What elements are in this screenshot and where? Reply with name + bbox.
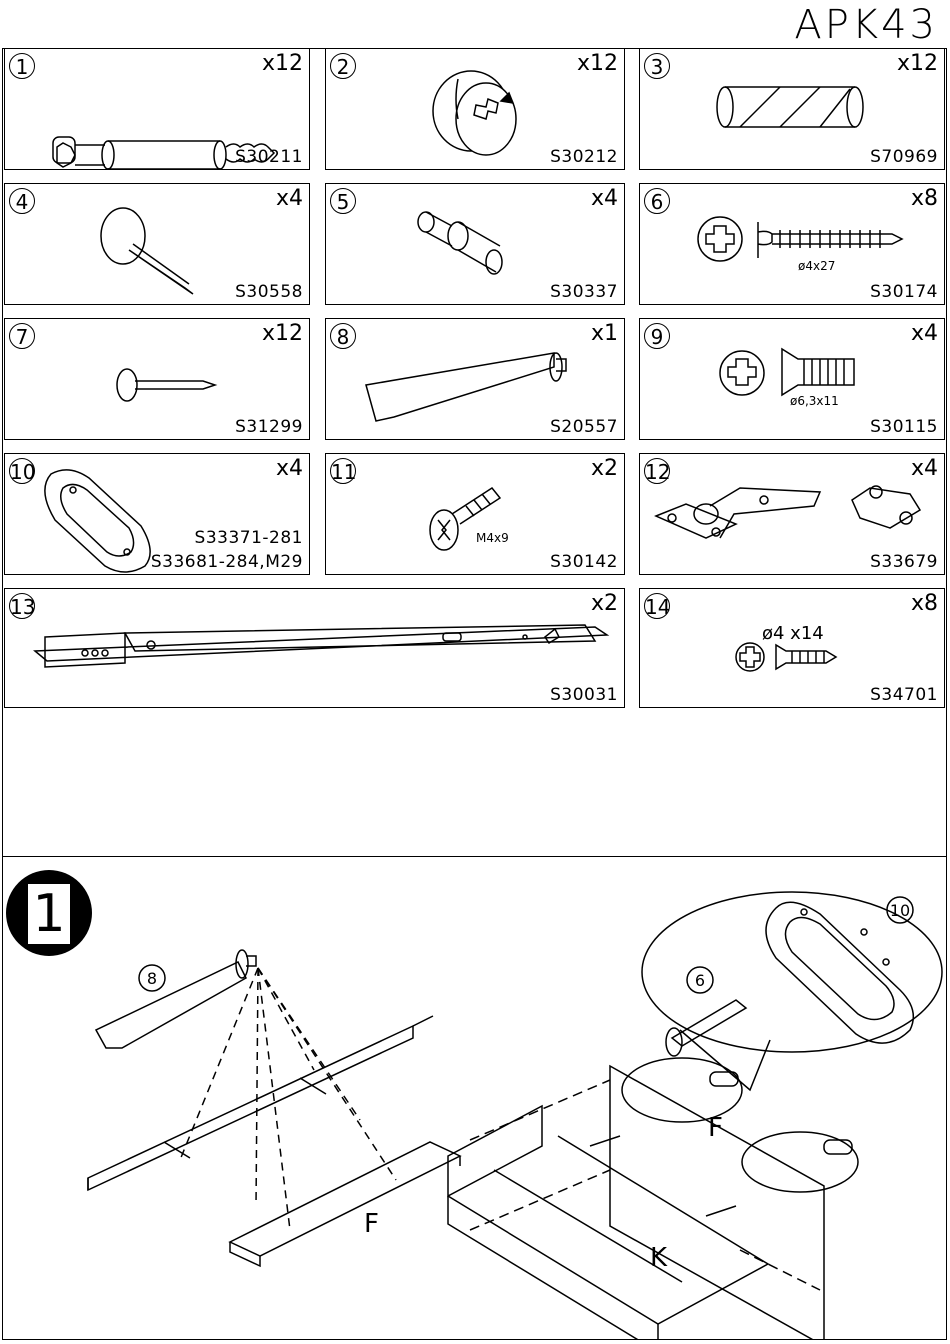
part-code: S30174 [870,282,938,302]
panel-label-k: K [650,1243,668,1273]
part-code: S20557 [550,417,618,437]
part-cell-14: 14 x8 ø4 x14 S34701 [639,588,945,708]
part-cell-12: 12 x4 S33679 [639,453,945,575]
step-divider [2,856,947,857]
part-cell-4: 4 x4 S30558 [4,183,310,305]
part-code: S33679 [870,552,938,572]
part-code: S33371-281 [195,528,303,548]
part-code: S34701 [870,685,938,705]
screw-size-label: ø6,3x11 [790,394,839,408]
part-code: S30031 [550,685,618,705]
part-code: S31299 [235,417,303,437]
panel-label-f-right: F [708,1113,723,1143]
part-cell-9: 9 x4 ø6,3x11 S30115 [639,318,945,440]
callout-glue: 8 [147,969,157,988]
part-code-alternate: S33681-284,M29 [151,552,303,572]
callout-cap: 10 [890,901,910,920]
part-cell-11: 11 x2 M4x9 S30142 [325,453,625,575]
screw-size-label: ø4x27 [798,259,835,273]
part-cell-6: 6 x8 ø4x27 S30174 [639,183,945,305]
part-cell-10: 10 x4 S33371-281 S33681-284,M29 [4,453,310,575]
part-code: S30211 [235,147,303,167]
part-code: S30212 [550,147,618,167]
part-code: S30115 [870,417,938,437]
screw-size-label: M4x9 [476,531,509,545]
part-cell-5: 5 x4 S30337 [325,183,625,305]
part-code: S30142 [550,552,618,572]
part-cell-13: 13 x2 S30031 [4,588,625,708]
part-cell-3: 3 x12 S70969 [639,48,945,170]
step-1-illustration: 8 6 10 F F K [0,860,950,1340]
callout-screw: 6 [695,971,705,990]
part-cell-2: 2 x12 S30212 [325,48,625,170]
part-code: S70969 [870,147,938,167]
part-code: S30558 [235,282,303,302]
panel-label-f-left: F [364,1209,379,1239]
part-cell-7: 7 x12 S31299 [4,318,310,440]
model-number: APK43 [794,2,938,48]
part-cell-1: 1 x12 S30211 [4,48,310,170]
part-code: S30337 [550,282,618,302]
screw-size-label: ø4 x14 [762,623,824,644]
part-cell-8: 8 x1 S20557 [325,318,625,440]
drawer-slide-icon [5,589,626,709]
